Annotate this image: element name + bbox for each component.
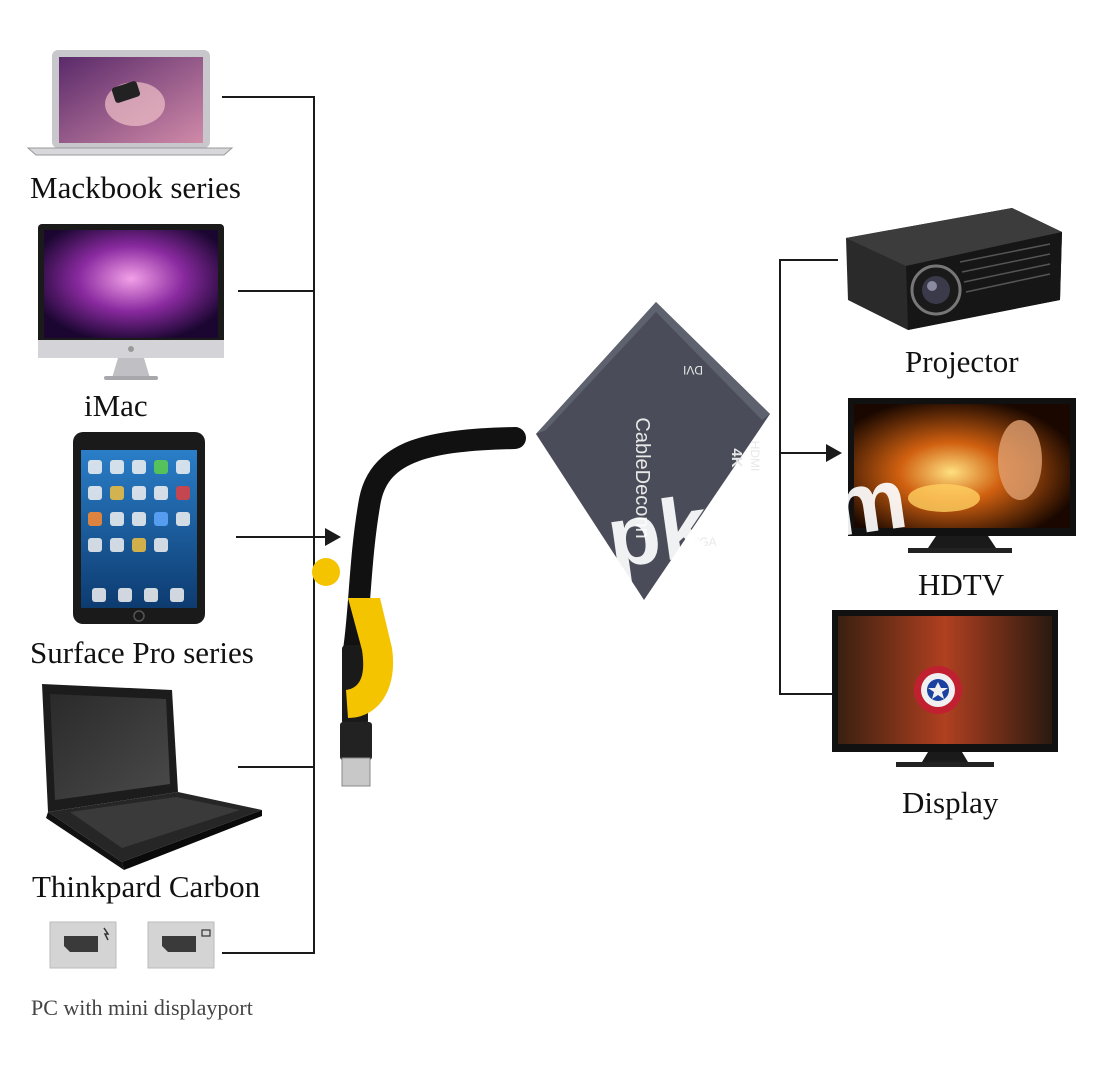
- target-label-display: Display: [902, 785, 999, 820]
- adapter-body: [536, 302, 770, 600]
- mini-displayport-icon: [49, 921, 117, 969]
- thinkpad-icon: [42, 684, 262, 870]
- mini-displayport-icon: [147, 921, 215, 969]
- source-label-macbook: Mackbook series: [30, 170, 241, 205]
- source-label-surface: Surface Pro series: [30, 635, 254, 670]
- adapter-brand-label: CableDeconn: [631, 417, 653, 538]
- pc-mini-displayport-label: PC with mini displayport: [31, 995, 253, 1020]
- target-arrow-icon: [826, 444, 842, 462]
- target-label-hdtv: HDTV: [918, 567, 1005, 602]
- source-label-thinkpad: Thinkpard Carbon: [32, 869, 261, 904]
- source-arrow-icon: [325, 528, 341, 546]
- watermark-logo-icon: [312, 558, 394, 718]
- adapter-vga-port-label: VGA: [691, 535, 716, 549]
- imac-icon: [38, 224, 224, 380]
- adapter-dvi-port-label: DVI: [683, 363, 703, 377]
- display-monitor-icon: [832, 610, 1058, 767]
- macbook-icon: [26, 50, 234, 156]
- target-label-projector: Projector: [905, 344, 1019, 379]
- source-label-imac: iMac: [84, 388, 148, 423]
- projector-icon: [846, 208, 1062, 330]
- hdtv-icon: [848, 398, 1076, 553]
- adapter-4k-badge: 4K: [728, 448, 745, 467]
- source-connector-lines: [222, 96, 330, 954]
- ipad-icon: [73, 432, 205, 624]
- adapter-hdmi-port-label: HDMI: [748, 441, 762, 472]
- target-connector-lines: [779, 259, 838, 695]
